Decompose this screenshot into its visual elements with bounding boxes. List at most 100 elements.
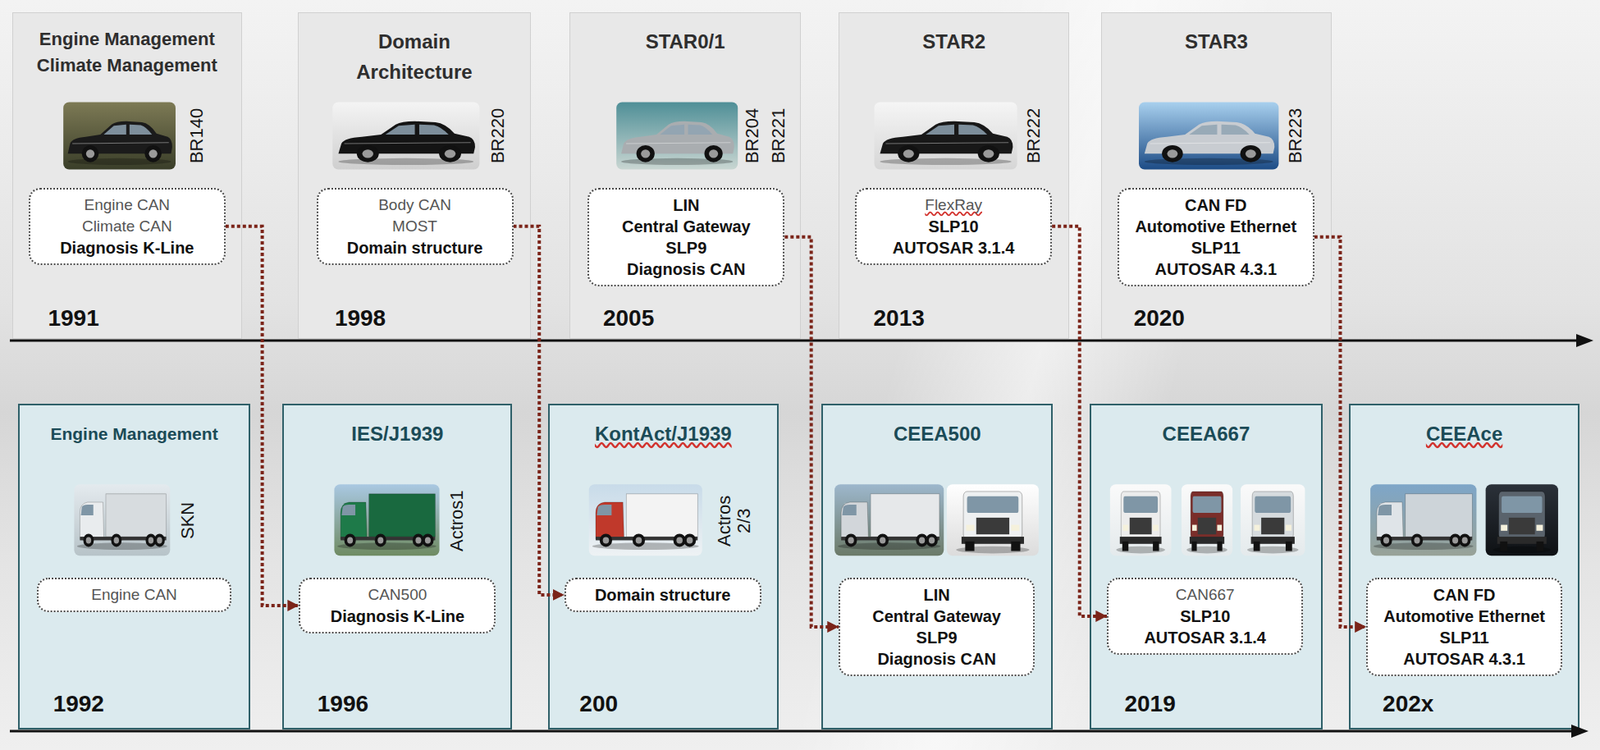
truck-windshield (1193, 496, 1222, 513)
wheel-hub (1452, 537, 1459, 544)
vehicle-illustration (1348, 403, 1580, 730)
wheel (978, 145, 1000, 163)
truck-grille (1261, 517, 1285, 535)
year-label: 1996 (317, 690, 369, 718)
wheel (1217, 541, 1223, 552)
vehicle-shape (68, 121, 173, 165)
vehicle-photo (332, 101, 480, 170)
vehicle-shape (1493, 491, 1552, 554)
vehicle-shape (338, 493, 437, 550)
vehicle-photo (616, 101, 738, 170)
era-panel: IES/J1939Actros11996CAN500Diagnosis K-Li… (282, 403, 512, 730)
wheel (1536, 541, 1545, 552)
tech-item: SLP11 (1125, 237, 1307, 259)
wheel-hub (928, 537, 935, 544)
wheel (1152, 541, 1159, 552)
year-label: 2013 (873, 304, 925, 333)
tech-box: CAN FDAutomotive EthernetSLP11AUTOSAR 4.… (1366, 577, 1563, 677)
tech-item: Engine CAN (45, 584, 224, 606)
tech-box: CAN500Diagnosis K-Line (298, 577, 496, 634)
truck-chassis (841, 537, 940, 541)
era-panel: KontAct/J1939Actros 2/3200Domain structu… (548, 403, 779, 730)
wheel-hub (416, 537, 422, 544)
panel-title: CEEAce (1355, 418, 1573, 449)
tech-item: Central Gateway (595, 215, 777, 238)
tech-item: CAN500 (306, 584, 488, 606)
wheel (154, 534, 165, 548)
tech-item: LIN (595, 194, 777, 216)
truck-grille (1129, 517, 1152, 535)
wheel-hub (444, 149, 456, 158)
vehicle-photo (334, 484, 440, 557)
truck-cab-front (963, 491, 1023, 540)
vehicle-photo (63, 101, 176, 170)
photo-frame (63, 101, 176, 170)
model-code: BR221 (768, 101, 789, 170)
vehicle-photo (74, 484, 171, 557)
vehicle-shape (592, 493, 700, 550)
panel-title: Engine Management (24, 418, 243, 449)
truck-trailer (1405, 493, 1472, 537)
car-window (103, 124, 126, 135)
vehicle-shape (621, 121, 735, 165)
truck-grille (976, 517, 1010, 535)
car-shadow (338, 158, 475, 165)
truck-bumper (1189, 537, 1225, 545)
wheel (1458, 534, 1471, 548)
vehicle-illustration (1101, 12, 1332, 339)
panel-background (282, 403, 512, 730)
wheel-hub (148, 537, 154, 544)
tech-item: CAN667 (1115, 584, 1295, 606)
panel-background (569, 12, 801, 339)
wheel (1411, 534, 1423, 548)
era-panel: CEEA6672019CAN667SLP10AUTOSAR 3.1.4 (1089, 403, 1323, 730)
photo-frame (1181, 484, 1233, 557)
car-body (1144, 121, 1275, 155)
wheel-hub (918, 537, 925, 544)
vehicle-photo (589, 484, 703, 557)
tech-item: Automotive Ethernet (1374, 605, 1555, 627)
photo-frame (1110, 484, 1172, 557)
wheel-hub (86, 537, 92, 544)
timeline-line (9, 730, 1574, 733)
truck-chassis (1376, 537, 1472, 541)
year-label: 1998 (334, 304, 386, 333)
wheel-hub (114, 537, 119, 544)
wheel-hub (378, 537, 384, 544)
panel-title: STAR0/1 (576, 26, 795, 57)
model-code: BR140 (187, 101, 207, 170)
wheel-hub (708, 149, 718, 158)
vehicle-shape (1116, 491, 1166, 554)
car-shadow (880, 158, 1012, 165)
wheel (1010, 541, 1020, 552)
wheel (422, 534, 435, 548)
tech-item: AUTOSAR 3.1.4 (863, 237, 1044, 259)
era-panel: Engine ManagementSKN1992Engine CAN (18, 403, 250, 730)
vehicle-shape (1247, 491, 1299, 554)
car-body (68, 121, 173, 155)
vehicle-illustration (821, 403, 1053, 730)
era-panel: STAR3BR2232020CAN FDAutomotive EthernetS… (1101, 12, 1332, 339)
panel-title: CEEA667 (1096, 418, 1317, 449)
wheel-hub (1383, 537, 1390, 544)
car-window (419, 124, 449, 135)
truck-grille (1197, 517, 1216, 535)
wheel-hub (347, 537, 354, 544)
truck-cab-front (1499, 491, 1546, 540)
era-panel: Engine Management Climate ManagementBR14… (12, 12, 243, 339)
tech-item: CAN FD (1125, 194, 1307, 216)
car-highlight (626, 142, 731, 144)
car-body (338, 121, 476, 155)
vehicle-shape (1186, 491, 1228, 554)
dotted-connector (225, 226, 300, 606)
model-code: Actros 2/3 (714, 484, 755, 557)
wheel-hub (1245, 149, 1257, 158)
wheel (438, 145, 462, 163)
truck-chassis (80, 537, 167, 541)
vehicle-shape (338, 121, 476, 165)
tech-box: FlexRaySLP10AUTOSAR 3.1.4 (854, 187, 1052, 266)
wheel (111, 534, 123, 548)
panel-background (548, 403, 779, 730)
truck-shadow (955, 546, 1030, 554)
